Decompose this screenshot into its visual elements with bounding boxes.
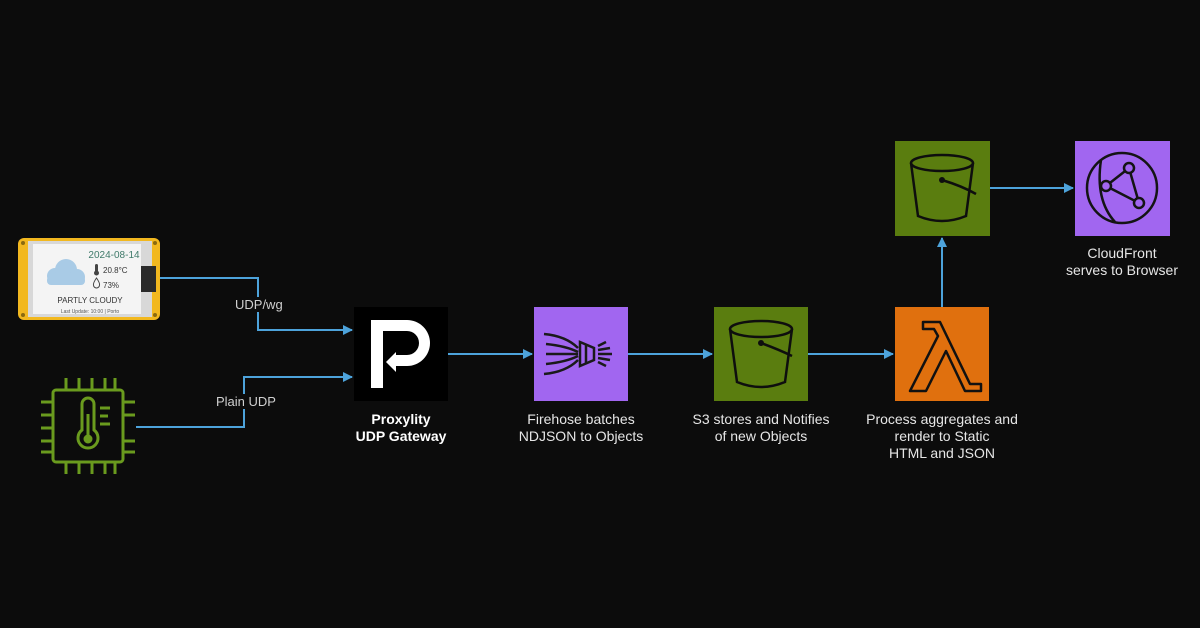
device-condition: PARTLY CLOUDY [57,296,123,305]
proxylity-logo-icon [354,307,448,401]
s3-label-line2: of new Objects [714,428,808,444]
lambda-label: Process aggregates and render to Static … [852,411,1032,462]
cloudfront-label-line2: serves to Browser [1065,262,1179,278]
cloud-icon [47,259,85,285]
firehose-icon [534,307,628,401]
gateway-label: Proxylity UDP Gateway [341,411,461,445]
edge-label-plain-udp: Plain UDP [214,394,278,409]
cloudfront-label: CloudFront serves to Browser [1052,245,1192,279]
lambda-label-line1: Process aggregates and [866,411,1018,427]
device-humidity: 73% [103,281,119,290]
lambda-icon [895,307,989,401]
bucket-icon [714,307,808,401]
output-bucket-icon [895,141,990,236]
device-footer: Last Update: 10:00 | Porto [61,309,120,315]
lambda-label-line2: render to Static [894,428,990,444]
cloudfront-globe-icon [1075,141,1170,236]
gateway-label-line1: Proxylity [371,411,431,427]
s3-label: S3 stores and Notifies of new Objects [676,411,846,445]
gateway-label-line2: UDP Gateway [355,428,447,444]
cloudfront-label-line1: CloudFront [1087,245,1157,261]
firehose-label-line2: NDJSON to Objects [518,428,644,444]
thermometer-small-icon [94,264,99,276]
firehose-label: Firehose batches NDJSON to Objects [506,411,656,445]
e-paper-display-icon: 2024-08-14 20.8°C 73% PARTLY CLOUDY Last… [18,238,160,320]
humidity-icon [92,277,101,289]
firehose-label-line1: Firehose batches [527,411,635,427]
device-temperature: 20.8°C [103,266,128,275]
edge-label-udp-wg: UDP/wg [233,297,285,312]
s3-label-line1: S3 stores and Notifies [692,411,830,427]
lambda-label-line3: HTML and JSON [888,445,996,461]
device-date: 2024-08-14 [88,250,140,261]
chip-thermometer-icon [41,378,135,474]
